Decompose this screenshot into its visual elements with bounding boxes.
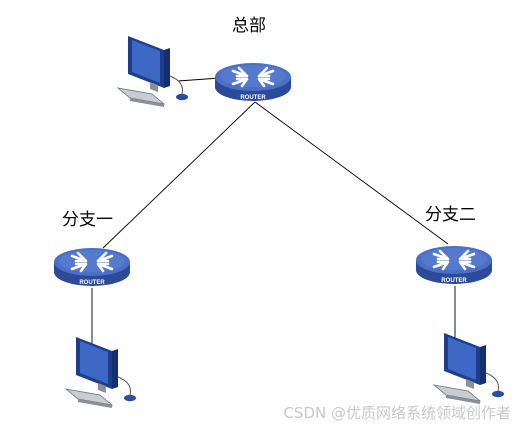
computer-icon-branch1 bbox=[65, 336, 137, 409]
router-text-hq: ROUTER bbox=[240, 95, 266, 101]
label-hq: 总部 bbox=[232, 16, 266, 36]
router-text-branch2: ROUTER bbox=[441, 278, 467, 284]
label-branch1: 分支一 bbox=[62, 210, 113, 230]
router-text-branch1: ROUTER bbox=[79, 280, 105, 286]
router-icon-hq: ROUTER bbox=[213, 61, 293, 103]
link-hq-branch2 bbox=[254, 101, 449, 245]
watermark: CSDN @优质网络系统领域创作者 bbox=[283, 404, 511, 422]
label-branch2: 分支二 bbox=[425, 205, 476, 225]
router-icon-branch1: ROUTER bbox=[52, 246, 132, 288]
link-hq-pc bbox=[177, 77, 221, 82]
link-hq-branch1 bbox=[102, 101, 256, 249]
computer-icon-hq bbox=[117, 35, 189, 108]
computer-icon-branch2 bbox=[433, 332, 505, 405]
router-icon-branch2: ROUTER bbox=[414, 244, 494, 286]
